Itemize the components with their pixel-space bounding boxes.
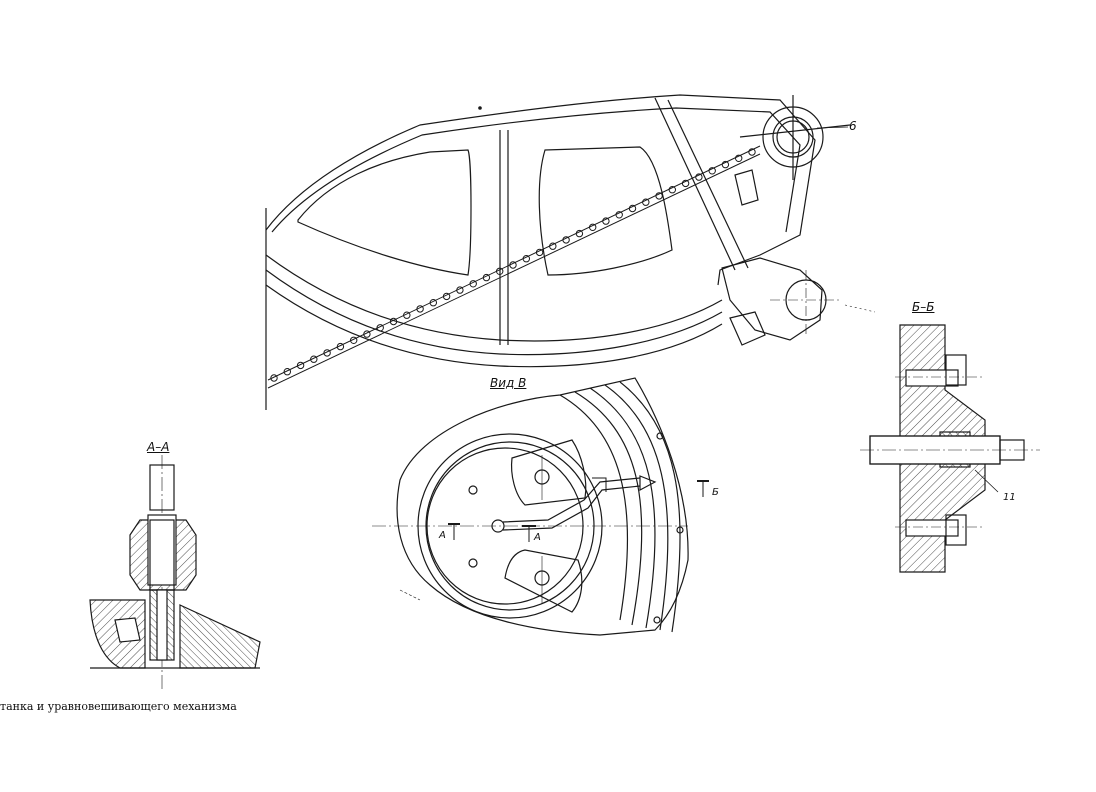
chain-link	[376, 324, 384, 332]
chain-link	[323, 349, 331, 357]
callout-6: 6	[849, 119, 857, 133]
chain-link	[695, 173, 703, 181]
section-a-a-title: А–А	[147, 440, 170, 454]
chain-link	[642, 198, 650, 206]
section-mark-a-left: А	[439, 530, 446, 541]
section-b-b-title: Б–Б	[912, 300, 935, 314]
chain-link	[708, 167, 716, 175]
chain-link	[668, 186, 676, 194]
main-assembly-view	[265, 94, 876, 410]
chain-link	[442, 292, 451, 301]
figure-caption: танка и уравновешивающего механизма	[0, 700, 237, 713]
chain-link	[628, 204, 637, 213]
chain-link	[615, 211, 623, 219]
chain-link	[310, 355, 318, 363]
chain-link	[496, 267, 504, 275]
chain-link	[522, 255, 530, 263]
section-a-a-drawing	[89, 455, 261, 690]
chain-link	[655, 192, 663, 200]
chain-link	[589, 223, 597, 232]
chain-link	[429, 299, 437, 307]
chain-link	[562, 236, 570, 244]
section-mark-a-right: А	[534, 532, 541, 543]
chain-link	[283, 368, 291, 376]
chain-link	[735, 154, 743, 163]
lifting-chain	[267, 145, 761, 389]
chain-link	[721, 160, 730, 169]
chain-link	[456, 286, 464, 294]
chain-link	[350, 336, 358, 344]
chain-link	[416, 305, 424, 313]
chain-link	[748, 148, 756, 156]
callout-11: 11	[1003, 492, 1016, 503]
chain-link	[549, 242, 557, 250]
chain-link	[482, 273, 491, 282]
chain-link	[270, 374, 278, 382]
chain-link	[363, 330, 371, 338]
section-b-b-drawing	[860, 324, 1040, 573]
chain-link	[509, 261, 517, 269]
view-b-drawing	[372, 377, 709, 636]
section-mark-b: Б	[712, 487, 719, 498]
view-b-title: Вид В	[490, 376, 527, 390]
chain-link	[681, 179, 690, 188]
chain-link	[469, 280, 477, 288]
chain-link	[575, 229, 584, 238]
chain-link	[336, 342, 345, 351]
chain-link	[296, 361, 305, 370]
chain-link	[389, 317, 398, 326]
chain-link	[403, 311, 411, 319]
chain-link	[535, 248, 544, 257]
chain-link	[602, 217, 610, 225]
